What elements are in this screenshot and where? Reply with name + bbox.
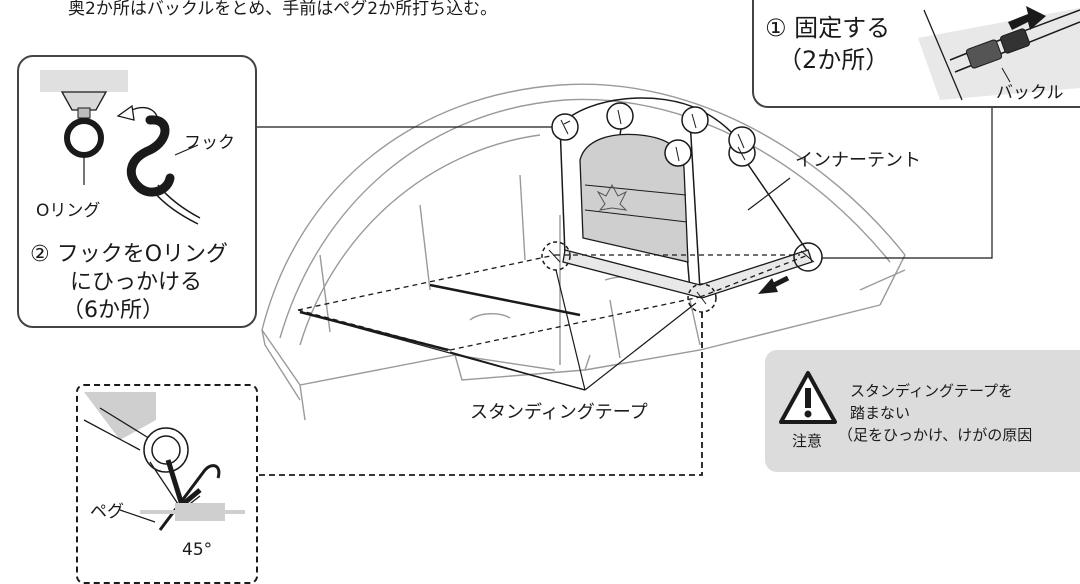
peg-label: ペグ [90, 502, 124, 522]
mesh-door [579, 133, 689, 263]
hook-point [681, 106, 709, 134]
hook-step-line1: ② フックをOリング [30, 242, 229, 267]
caution-line2: 踏まない [850, 404, 911, 422]
top-instruction: 奥2か所はバックルをとめ、手前はペグ2か所打ち込む。 [68, 0, 498, 19]
hook-points [551, 102, 756, 167]
hook-step-line3: （6か所） [62, 298, 164, 323]
standing-tape-label: スタンディングテープ [470, 402, 648, 423]
hook-panel [17, 55, 257, 328]
tent-diagram [40, 6, 1080, 531]
caution-line3: （足をひっかけ、けがの原因 [838, 426, 1033, 444]
warning-icon [779, 371, 837, 424]
floor-outline [297, 254, 809, 351]
hook-point [728, 126, 756, 154]
caution-line1: スタンディングテープを [850, 382, 1014, 400]
hook-label: フック [184, 133, 235, 153]
buckle-panel [752, 0, 1080, 108]
peg-leader [258, 312, 703, 476]
peg-shape [158, 464, 221, 531]
inner-tent-label: インナーテント [795, 150, 921, 171]
ring-label: Oリング [36, 201, 101, 221]
buckle-label: バックル [996, 83, 1064, 103]
hook-step-line2: にひっかける [70, 270, 203, 295]
peg-panel [76, 384, 258, 584]
buckle-marker [793, 242, 823, 272]
pull-arrow [758, 275, 790, 294]
buckle-step: ① 固定する [765, 14, 891, 42]
peg-illustration [83, 392, 245, 531]
buckle-illustration [918, 6, 1080, 101]
hook-shape [126, 115, 175, 197]
o-ring [64, 118, 104, 158]
hook-point [664, 139, 692, 167]
hook-illustration [40, 70, 201, 225]
caution-icon-label: 注意 [792, 432, 823, 450]
standing-tape-band [562, 249, 813, 299]
buckle-count: （2か所） [778, 46, 890, 74]
hook-point [606, 102, 634, 130]
angle-label: 45° [182, 540, 213, 560]
